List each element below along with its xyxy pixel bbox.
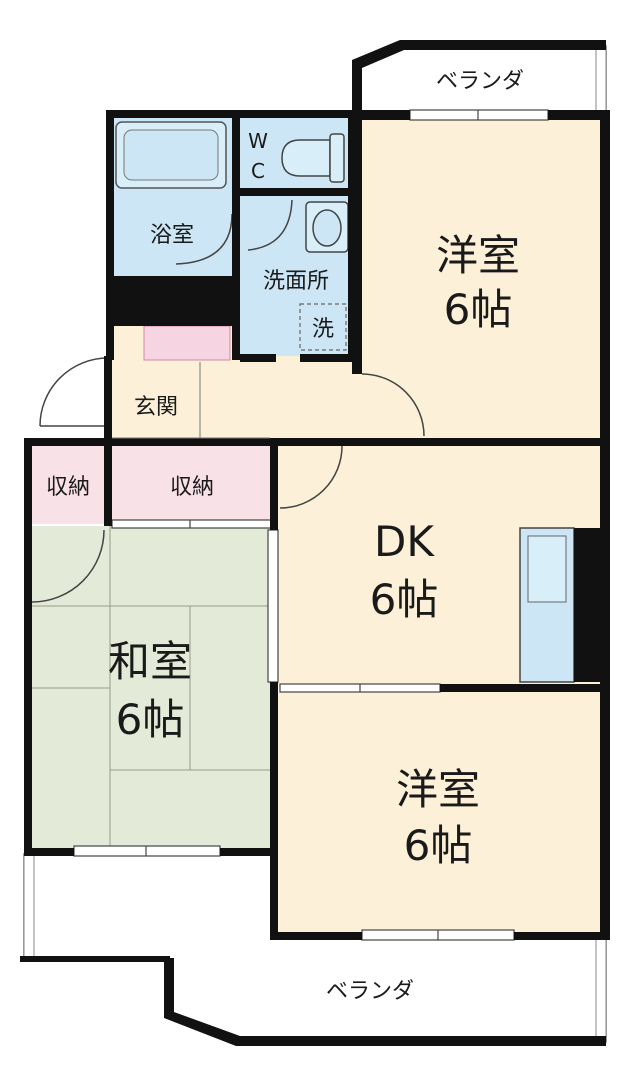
wc-label-w: W [248,129,268,153]
japanese-room-floor [30,526,272,848]
room-size-western-bottom: 6帖 [404,821,473,870]
washer-space [299,303,347,351]
wc-label-c: C [251,159,265,183]
washbasin-icon [305,201,349,253]
partitions [112,362,270,439]
room-size-western-top: 6帖 [444,285,513,334]
room-name-japanese: 和室 [108,637,192,686]
balcony-bottom-label: ベランダ [326,979,414,1004]
room-name-dk: DK [374,517,435,566]
room-size-japanese: 6帖 [116,695,185,744]
washroom-label: 洗面所 [263,269,329,294]
storage-right-floor [112,446,270,524]
storage-left-floor [30,446,104,524]
room-name-western-top: 洋室 [436,231,520,280]
kitchen-counter [519,527,600,683]
toilet-icon [281,133,345,183]
walls [20,40,610,1046]
western-room-bottom-floor [278,692,600,932]
balcony-top-label: ベランダ [436,69,524,94]
room-name-western-bottom: 洋室 [396,765,480,814]
tatami-grid [30,526,272,848]
room-size-dk: 6帖 [370,575,439,624]
bathtub [115,121,227,189]
shoe-box [143,325,231,361]
storage-right-label: 収納 [170,475,214,500]
storage-left-label: 収納 [46,475,90,500]
bath-label: 浴室 [150,223,194,248]
western-room-top-floor [360,118,600,438]
door-swings [31,199,425,603]
washer-label: 洗 [312,317,334,342]
entrance-label: 玄関 [134,395,178,420]
